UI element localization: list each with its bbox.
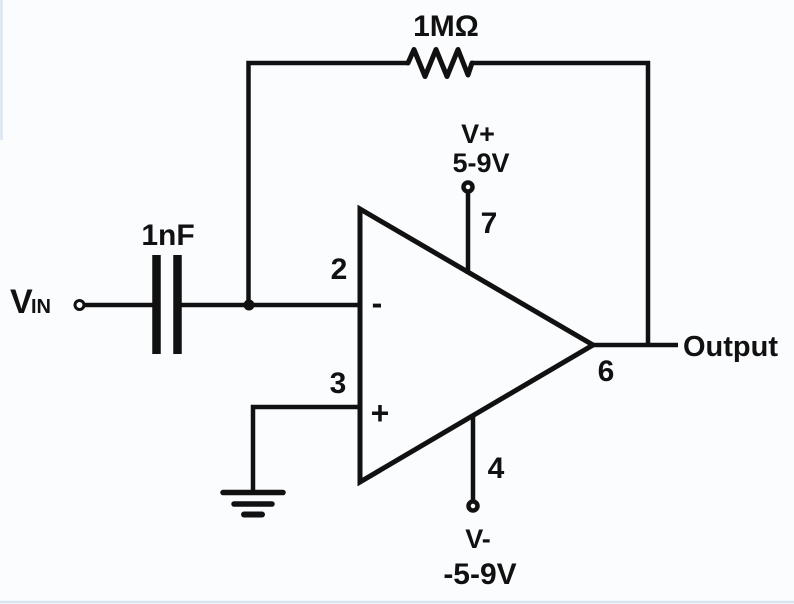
input-terminal-circle xyxy=(73,299,86,311)
vin-label: V xyxy=(10,283,33,321)
feedback-resistor-label: 1MΩ xyxy=(413,10,479,43)
negative-supply-range-label: -5-9V xyxy=(443,558,516,591)
pin4-label: 4 xyxy=(488,452,505,485)
inverting-sign: - xyxy=(372,285,383,321)
opamp-triangle xyxy=(357,204,598,487)
positive-supply-name-label: V+ xyxy=(461,119,495,149)
noninverting-sign: + xyxy=(371,395,390,431)
vminus-terminal-circle xyxy=(466,499,480,513)
pin2-label: 2 xyxy=(331,253,348,286)
negative-supply-name-label: V- xyxy=(465,524,491,554)
vplus-terminal-circle xyxy=(461,180,475,194)
feedback-right-wire xyxy=(472,60,651,345)
noninverting-input-wire xyxy=(250,404,361,490)
pin6-label: 6 xyxy=(598,355,615,388)
output-label: Output xyxy=(683,331,778,363)
ground-symbol xyxy=(220,489,286,518)
capacitor-label: 1nF xyxy=(141,219,194,252)
vin-subscript-label: IN xyxy=(31,296,51,318)
pin7-label: 7 xyxy=(481,207,498,240)
positive-supply-range-label: 5-9V xyxy=(452,148,509,178)
feedback-left-wire xyxy=(246,60,408,305)
pin3-label: 3 xyxy=(330,367,347,400)
resistor-symbol xyxy=(405,47,475,79)
junction-dot xyxy=(243,299,255,311)
